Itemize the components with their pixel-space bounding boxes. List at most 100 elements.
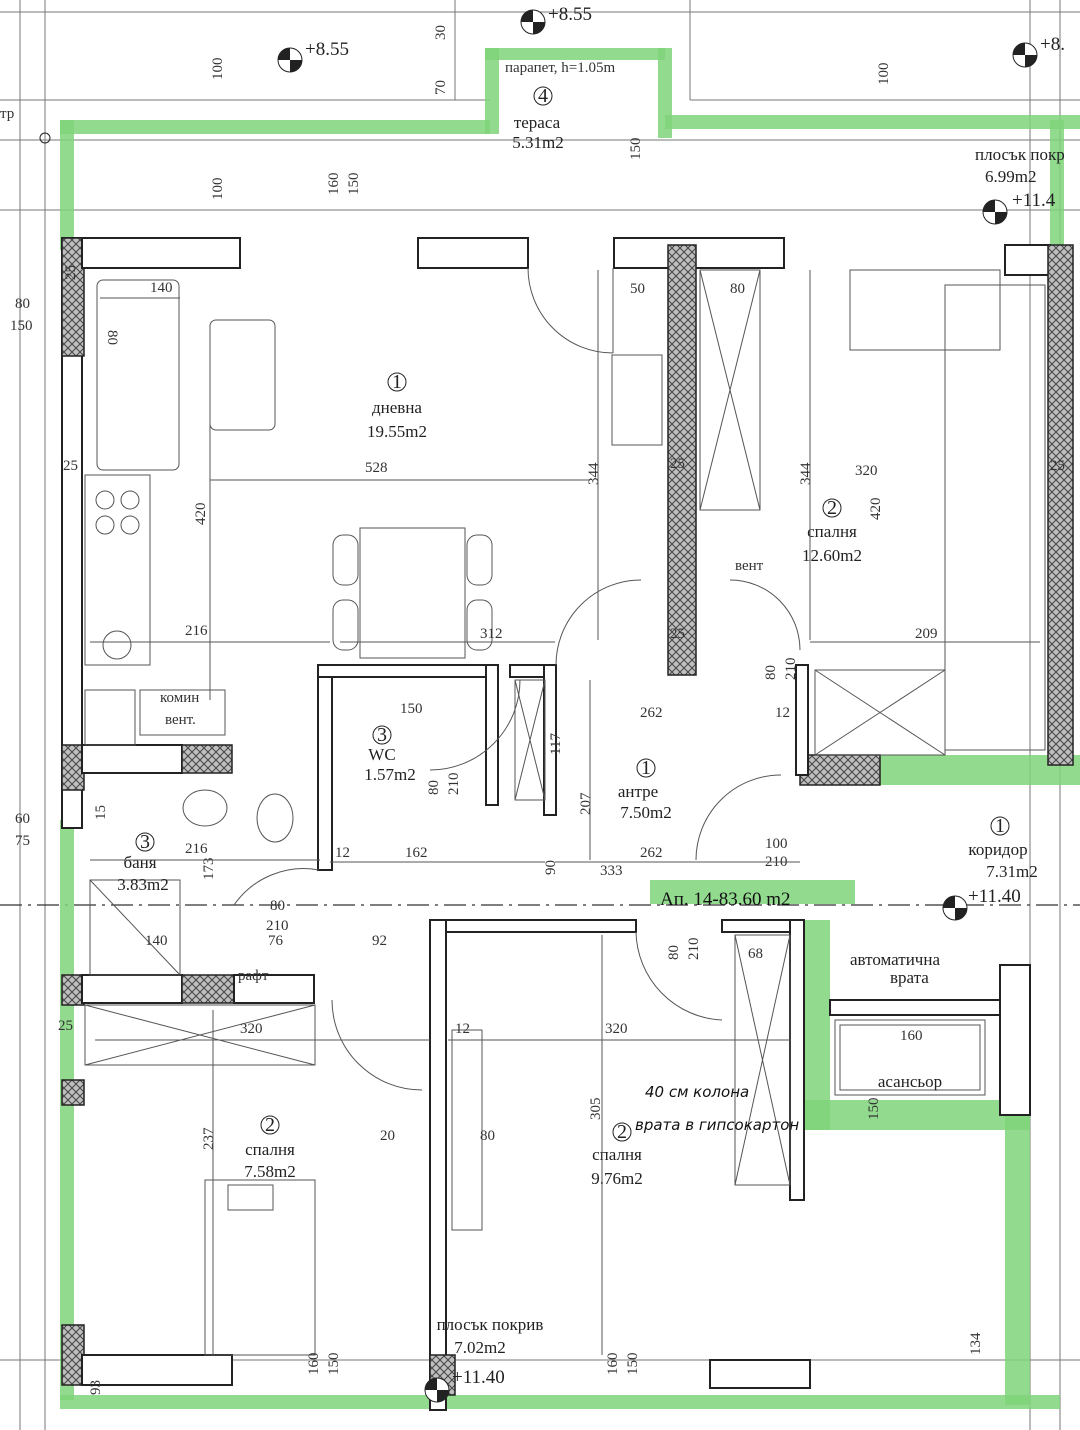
dim-label: 100 <box>210 58 226 81</box>
dim-label: 262 <box>640 845 663 861</box>
room-number: 2 <box>265 1114 275 1136</box>
dim-label: 25 <box>63 265 79 280</box>
dim-label: 68 <box>748 946 763 962</box>
dim-label: 12 <box>775 705 790 721</box>
dim-label: 237 <box>201 1127 217 1150</box>
dim-label: 15 <box>93 805 109 820</box>
flat-roof-ne-label: плосък покр <box>975 145 1065 164</box>
dim-label: 60 <box>15 811 30 827</box>
dim-label: 528 <box>365 460 388 476</box>
dim-label: 80 <box>15 296 30 312</box>
dim-label: 140 <box>145 933 168 949</box>
ventilation-label: вент. <box>165 712 196 728</box>
room-name: дневна <box>372 398 422 417</box>
dim-label: 80 <box>426 780 442 795</box>
dim-label: 150 <box>400 701 423 717</box>
dim-label: 312 <box>480 626 503 642</box>
dim-label: 210 <box>446 773 462 796</box>
room-bedroom-s: 2 спалня 9.76m2 <box>591 1121 642 1188</box>
room-bedroom-ne: 2 спалня 12.60m2 <box>802 497 862 565</box>
room-area: 3.83m2 <box>117 875 168 894</box>
dim-label: 210 <box>266 918 289 934</box>
room-corridor: 1 коридор 7.31m2 <box>968 815 1037 881</box>
room-name: тераса <box>514 113 561 132</box>
room-number: 3 <box>377 724 387 746</box>
dim-label: 100 <box>876 63 892 86</box>
dim-label: 100 <box>210 178 226 201</box>
dim-label: 150 <box>326 1353 342 1376</box>
shelf-label: рафт <box>238 968 269 984</box>
dim-label: 262 <box>640 705 663 721</box>
pipe-label: тр <box>0 106 14 122</box>
room-area: 1.57m2 <box>364 765 415 784</box>
dim-label: 70 <box>433 80 449 95</box>
room-number: 2 <box>617 1121 627 1143</box>
dimensions: 140 528 216 312 209 320 262 150 162 333 … <box>10 265 1065 1144</box>
elevation-south: +11.40 <box>452 1367 505 1388</box>
room-name: баня <box>123 853 156 872</box>
dimension-lines <box>90 270 1040 1355</box>
dim-label: 210 <box>783 658 799 681</box>
elevation-ne: +11.4 <box>1012 190 1056 211</box>
handwritten-note-1: 40 см колона <box>645 1083 749 1101</box>
dim-label: 93 <box>88 1380 104 1395</box>
room-area: 7.31m2 <box>986 862 1037 881</box>
room-hall: 1 антре 7.50m2 <box>618 757 672 822</box>
room-area: 9.76m2 <box>591 1169 642 1188</box>
dim-label: 160 <box>605 1353 621 1376</box>
dim-label: 134 <box>968 1332 984 1355</box>
automatic-door-label-1: автоматична <box>850 950 940 969</box>
dim-label: 150 <box>866 1098 882 1121</box>
dim-label: 50 <box>630 281 645 297</box>
room-number: 2 <box>827 497 837 519</box>
dim-label: 25 <box>670 626 685 642</box>
room-living: 1 дневна 19.55m2 <box>367 371 427 441</box>
room-number: 4 <box>538 85 548 107</box>
room-name: спалня <box>592 1145 642 1164</box>
dim-label: 209 <box>915 626 938 642</box>
dim-label: 100 <box>765 836 788 852</box>
dim-label: 80 <box>270 898 285 914</box>
dim-label: 75 <box>15 833 30 849</box>
dim-label: 117 <box>548 733 564 755</box>
room-area: 7.58m2 <box>244 1162 295 1181</box>
dim-label: 80 <box>763 665 779 680</box>
dim-label: 207 <box>578 792 594 815</box>
dim-label: 80 <box>480 1128 495 1144</box>
dim-label: 20 <box>380 1128 395 1144</box>
room-terrace: 4 тераса 5.31m2 <box>512 85 563 152</box>
room-labels: 1 дневна 19.55m2 2 спалня 12.60m2 3 WC 1… <box>117 85 1037 1188</box>
elevator-label: асансьор <box>878 1072 942 1091</box>
dim-label: 320 <box>605 1021 628 1037</box>
dim-label: 320 <box>855 463 878 479</box>
flat-roof-ne-area: 6.99m2 <box>985 167 1036 186</box>
dim-label: 80 <box>104 330 120 345</box>
automatic-door-label-2: врата <box>890 968 929 987</box>
room-number: 1 <box>641 757 651 779</box>
dim-label: 305 <box>588 1098 604 1121</box>
dim-label: 25 <box>63 458 78 474</box>
room-bedroom-sw: 2 спалня 7.58m2 <box>244 1114 295 1181</box>
dim-label: 80 <box>666 945 682 960</box>
dim-label: 216 <box>185 623 208 639</box>
apartment-area-label: Ап. 14-83.60 m2 <box>660 889 791 910</box>
room-wc: 3 WC 1.57m2 <box>364 724 415 784</box>
dim-label: 80 <box>730 281 745 297</box>
room-number: 3 <box>140 831 150 853</box>
elevation-top-left: +8.55 <box>305 39 349 60</box>
handwritten-note-2: врата в гипсокартон <box>635 1116 799 1134</box>
dim-label: 30 <box>433 25 449 40</box>
annotations: парапет, h=1.05m плосък покр 6.99m2 плос… <box>0 60 1065 1357</box>
furniture <box>84 269 1046 1356</box>
room-area: 7.50m2 <box>620 803 671 822</box>
room-name: спалня <box>807 522 857 541</box>
dim-label: 150 <box>346 173 362 196</box>
vent-label: вент <box>735 558 764 574</box>
dim-label: 90 <box>543 860 559 875</box>
dim-label: 140 <box>150 280 173 296</box>
room-number: 1 <box>392 371 402 393</box>
vertical-dimensions: 80 420 344 344 420 117 207 173 237 305 1… <box>88 25 984 1395</box>
dim-label: 420 <box>193 503 209 526</box>
room-name: антре <box>618 782 658 801</box>
